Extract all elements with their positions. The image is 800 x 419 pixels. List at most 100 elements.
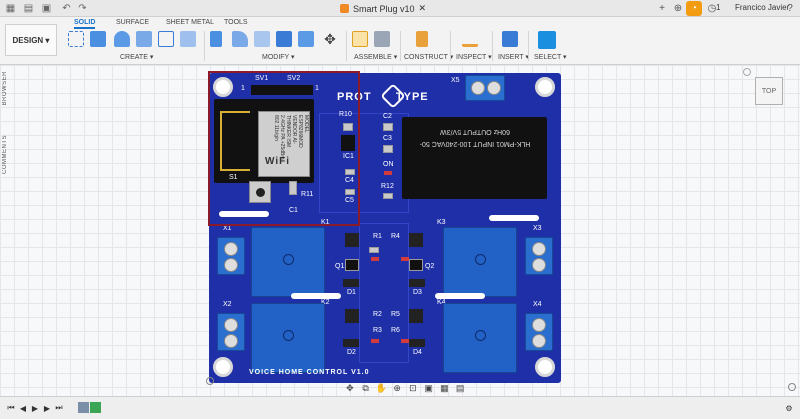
psu-marking: HLK-PM01 INPUT 100-240VAC 50-60Hz OUTPUT… bbox=[419, 128, 531, 147]
label-sv1: SV1 bbox=[255, 75, 269, 82]
offset-plane-icon[interactable] bbox=[416, 31, 428, 47]
orbit-icon[interactable]: ✥ bbox=[346, 383, 354, 393]
antenna-trace bbox=[220, 111, 250, 171]
chamfer-icon[interactable] bbox=[254, 31, 270, 47]
new-sketch-icon[interactable] bbox=[68, 31, 84, 47]
label-c3: C3 bbox=[383, 135, 392, 142]
select-icon[interactable] bbox=[538, 31, 556, 49]
relay-k1[interactable] bbox=[251, 227, 325, 297]
terminal-x3[interactable] bbox=[525, 237, 553, 275]
timeline-end-icon[interactable]: ⏭ bbox=[55, 403, 63, 412]
settings-gear-icon[interactable] bbox=[788, 383, 796, 391]
relay-k4[interactable] bbox=[443, 303, 517, 373]
label-r6: R6 bbox=[391, 327, 400, 334]
user-name[interactable]: Francico Javier bbox=[735, 3, 790, 12]
move-icon[interactable]: ✥ bbox=[324, 30, 336, 47]
label-q1: Q1 bbox=[335, 263, 345, 270]
brand-logo-icon bbox=[380, 83, 406, 109]
extensions-icon[interactable]: ⊕ bbox=[673, 3, 683, 14]
tab-sheet-metal[interactable]: SHEET METAL bbox=[166, 19, 214, 26]
revolve-icon[interactable] bbox=[114, 31, 130, 47]
save-icon[interactable]: ▣ bbox=[41, 3, 52, 14]
timeline-feature-icon[interactable] bbox=[90, 402, 101, 413]
relay-k3[interactable] bbox=[443, 227, 517, 297]
timeline-settings-icon[interactable]: ⚙ bbox=[785, 403, 793, 413]
joint-icon[interactable] bbox=[374, 31, 390, 47]
insert-image-icon[interactable] bbox=[502, 31, 518, 47]
timeline-back-icon[interactable]: ◀ bbox=[19, 403, 27, 413]
terminal-x2[interactable] bbox=[217, 313, 245, 351]
resistor bbox=[383, 193, 393, 199]
status-led bbox=[371, 257, 379, 261]
label-ic1: IC1 bbox=[343, 153, 354, 160]
label-k1: K1 bbox=[321, 219, 330, 226]
fit-icon[interactable]: ⊡ bbox=[409, 383, 417, 393]
terminal-x5[interactable] bbox=[465, 75, 505, 101]
brand-logo-left: PROT TYPE bbox=[337, 91, 429, 103]
measure-icon[interactable] bbox=[462, 31, 478, 47]
help-icon[interactable]: ? bbox=[787, 3, 793, 14]
close-tab-icon[interactable]: ✕ bbox=[418, 3, 427, 13]
tab-solid[interactable]: SOLID bbox=[74, 19, 96, 29]
workspace-switcher[interactable]: DESIGN ▾ bbox=[5, 24, 57, 56]
label-d4: D4 bbox=[413, 349, 422, 356]
terminal-x1[interactable] bbox=[217, 237, 245, 275]
assemble-menu[interactable]: ASSEMBLE ▾ bbox=[354, 54, 398, 61]
new-component-icon[interactable] bbox=[352, 31, 368, 47]
mounting-hole bbox=[535, 77, 555, 97]
transistor bbox=[409, 233, 423, 247]
fillet-icon[interactable] bbox=[232, 31, 248, 47]
select-menu[interactable]: SELECT ▾ bbox=[534, 54, 567, 61]
extrude-icon[interactable] bbox=[90, 31, 106, 47]
job-status-icon[interactable]: ◔ bbox=[686, 1, 702, 16]
label-sv2: SV2 bbox=[287, 75, 301, 82]
box-icon[interactable] bbox=[180, 31, 196, 47]
grid-settings-icon[interactable]: ▦ bbox=[440, 383, 449, 393]
timeline-forward-icon[interactable]: ▶ bbox=[43, 403, 51, 413]
notifications-icon[interactable]: ◷ bbox=[707, 3, 717, 14]
timeline-start-icon[interactable]: ⏮ bbox=[7, 403, 15, 412]
push-button-s1[interactable] bbox=[249, 181, 271, 203]
tab-tools[interactable]: TOOLS bbox=[224, 19, 248, 26]
terminal-x4[interactable] bbox=[525, 313, 553, 351]
transistor bbox=[345, 233, 359, 247]
header-sv1-sv2 bbox=[251, 85, 313, 95]
loft-icon[interactable] bbox=[158, 31, 174, 47]
timeline-play-icon[interactable]: ▶ bbox=[31, 403, 39, 413]
label-r1: R1 bbox=[373, 233, 382, 240]
label-pin1: 1 bbox=[315, 85, 319, 92]
pcb-board[interactable]: SV1 SV2 1 1 WiFi MODEL ESP8266MOD VENDOR… bbox=[209, 73, 561, 383]
status-led bbox=[401, 339, 409, 343]
tab-surface[interactable]: SURFACE bbox=[116, 19, 150, 26]
construct-menu[interactable]: CONSTRUCT ▾ bbox=[404, 54, 454, 61]
timeline-feature-icon[interactable] bbox=[78, 402, 89, 413]
zoom-icon[interactable]: ⊕ bbox=[393, 383, 401, 393]
press-pull-icon[interactable] bbox=[210, 31, 222, 47]
browser-panel-tab[interactable]: BROWSER bbox=[2, 71, 8, 106]
viewcube[interactable]: TOP bbox=[755, 77, 783, 105]
look-at-icon[interactable]: ⧉ bbox=[362, 383, 369, 393]
combine-icon[interactable] bbox=[298, 31, 314, 47]
modify-menu[interactable]: MODIFY ▾ bbox=[262, 54, 295, 61]
new-tab-button[interactable]: + bbox=[659, 3, 665, 14]
home-view-icon[interactable] bbox=[743, 68, 751, 76]
inspect-menu[interactable]: INSPECT ▾ bbox=[456, 54, 492, 61]
file-icon[interactable]: ▤ bbox=[23, 3, 34, 14]
hlk-pm01-power-module[interactable]: HLK-PM01 INPUT 100-240VAC 50-60Hz OUTPUT… bbox=[402, 117, 547, 199]
toolbar-ribbon: DESIGN ▾ SOLID SURFACE SHEET METAL TOOLS… bbox=[0, 17, 800, 65]
relay-k2[interactable] bbox=[251, 303, 325, 373]
insert-menu[interactable]: INSERT ▾ bbox=[498, 54, 529, 61]
app-menu-icon[interactable]: ▦ bbox=[5, 3, 16, 14]
display-settings-icon[interactable]: ▣ bbox=[424, 383, 433, 393]
redo-icon[interactable]: ↷ bbox=[78, 3, 87, 14]
sweep-icon[interactable] bbox=[136, 31, 152, 47]
create-menu[interactable]: CREATE ▾ bbox=[120, 54, 154, 61]
comments-panel-tab[interactable]: COMMENTS bbox=[2, 135, 8, 174]
viewport-canvas[interactable]: BROWSER COMMENTS SV1 SV2 1 1 WiFi MODEL … bbox=[0, 65, 800, 396]
undo-icon[interactable]: ↶ bbox=[62, 3, 71, 14]
shell-icon[interactable] bbox=[276, 31, 292, 47]
esp8266-module[interactable]: WiFi MODEL ESP8266MOD VENDOR AI-THINKER … bbox=[214, 99, 314, 183]
pan-icon[interactable]: ✋ bbox=[375, 383, 387, 393]
document-tab[interactable]: Smart Plug v10 ✕ bbox=[340, 1, 426, 16]
viewports-icon[interactable]: ▤ bbox=[455, 383, 465, 393]
